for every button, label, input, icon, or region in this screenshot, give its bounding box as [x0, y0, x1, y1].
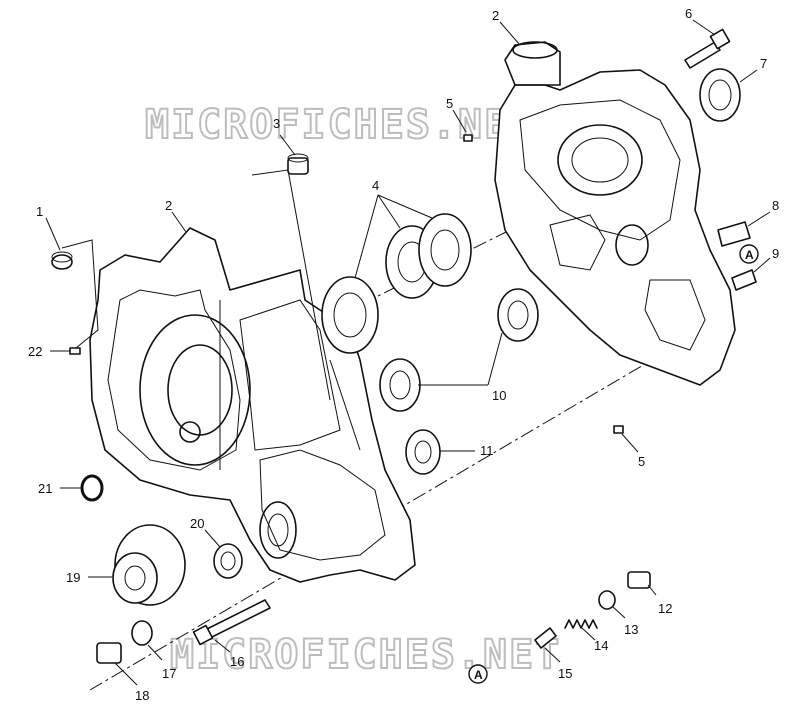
callout-17: 17	[162, 666, 176, 681]
part-19-rotor	[112, 524, 186, 606]
part-12-plug	[627, 571, 651, 589]
callout-8: 8	[772, 198, 779, 213]
callout-22: 22	[28, 344, 42, 359]
callout-19: 19	[66, 570, 80, 585]
part-18-drain-plug	[96, 642, 122, 664]
callout-15: 15	[558, 666, 572, 681]
svg-text:A: A	[745, 248, 754, 262]
part-17-washer	[131, 620, 153, 646]
part-7-seal	[699, 68, 741, 122]
callout-1: 1	[36, 204, 43, 219]
lower-axis-line	[89, 319, 721, 691]
callout-12: 12	[658, 601, 672, 616]
part-6-bolt	[684, 28, 731, 69]
part-1-dowel	[51, 251, 73, 270]
callout-5-upper: 5	[446, 96, 453, 111]
part-8-sleeve	[717, 221, 751, 247]
watermark-bottom: MICROFICHES.NET	[170, 632, 561, 678]
callout-20: 20	[190, 516, 204, 531]
left-crankcase	[89, 227, 416, 583]
callout-numbers: 1 2 2 3 4 5 5 6 7 8 9 10 11 12 13 14 15 …	[28, 6, 779, 703]
callout-9: 9	[772, 246, 779, 261]
callout-18: 18	[135, 688, 149, 703]
part-13-washer	[598, 590, 616, 610]
svg-text:A: A	[474, 668, 483, 682]
reference-mark-lower: A	[468, 664, 488, 684]
part-22-pin	[69, 347, 81, 355]
callout-10: 10	[492, 388, 506, 403]
part-21-o-ring	[80, 474, 104, 502]
callout-5-lower: 5	[638, 454, 645, 469]
part-3-bushing	[287, 153, 309, 175]
callout-6: 6	[685, 6, 692, 21]
callout-7: 7	[760, 56, 767, 71]
watermark-top: MICROFICHES.NET	[145, 102, 536, 148]
part-20-seal	[213, 543, 243, 579]
part-11-bearing	[405, 429, 441, 475]
reference-mark-upper: A	[739, 244, 759, 264]
leader-lines	[45, 19, 771, 686]
callout-2-left: 2	[165, 198, 172, 213]
callout-2-right: 2	[492, 8, 499, 23]
callout-4: 4	[372, 178, 379, 193]
callout-11: 11	[480, 443, 494, 458]
part-14-spring	[564, 619, 598, 629]
part-15-plunger	[534, 627, 557, 649]
part-4-bearings	[321, 213, 472, 354]
part-16-long-bolt	[192, 599, 271, 646]
callout-14: 14	[594, 638, 608, 653]
callout-13: 13	[624, 622, 638, 637]
callout-21: 21	[38, 481, 52, 496]
part-9-fitting	[731, 269, 757, 291]
callout-3: 3	[273, 116, 280, 131]
part-5-pin-upper	[463, 134, 473, 142]
part-10-bearings	[379, 288, 539, 412]
right-crankcase	[494, 41, 736, 386]
part-5-pin-lower	[613, 425, 624, 434]
callout-16: 16	[230, 654, 244, 669]
